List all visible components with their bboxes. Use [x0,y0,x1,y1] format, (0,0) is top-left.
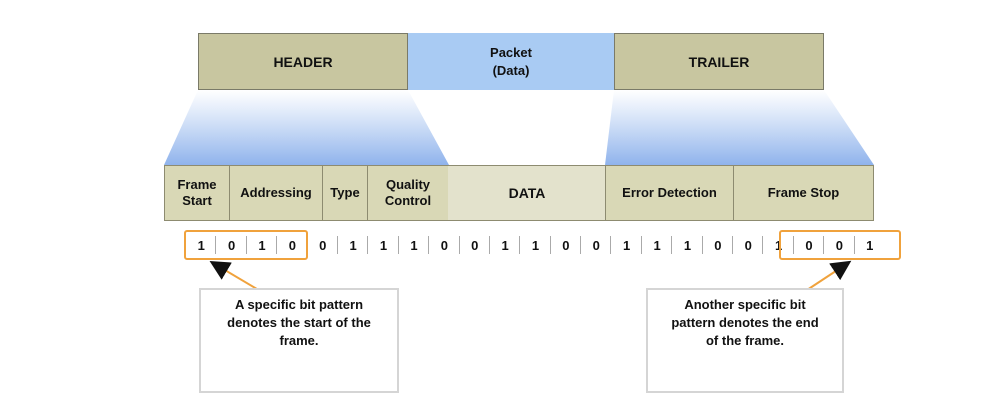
bit-cell: 0 [581,231,612,259]
bit-cell: 1 [866,237,874,253]
bit-cell: 0 [429,231,460,259]
start-callout: A specific bit pattern denotes the start… [199,288,399,393]
bit-cell: 1 [672,231,704,259]
start-arrow [209,260,263,293]
bit-cell: 1 [399,231,430,259]
bit-cell: 0 [460,231,491,259]
bit-cell: 1 [763,231,795,259]
end-pattern-highlight [779,230,901,260]
bit-cell: 1 [247,231,278,259]
bit-cell: 1 [490,231,521,259]
data-field: DATA [448,165,606,221]
bit-cell: 0 [794,231,825,259]
bit-cell: 0 [703,231,734,259]
bit-cell: 0 [551,231,582,259]
addressing-field: Addressing [229,165,323,221]
bit-cell: 0 [824,231,855,259]
trailer-funnel [605,90,874,165]
header-block: HEADER [198,33,408,90]
end-callout: Another specific bit pattern denotes the… [646,288,844,393]
header-funnel [164,90,449,165]
bit-cell: 0 [308,231,339,259]
bit-cell: 1 [611,231,643,259]
frame-stop-field: Frame Stop [733,165,874,221]
bit-cell: 1 [186,231,217,259]
error-detection-field: Error Detection [605,165,734,221]
bit-cell: 1 [642,231,673,259]
bit-cell: 0 [216,231,248,259]
end-arrow [803,260,852,293]
bit-cell: 1 [368,231,400,259]
frame-start-field: Frame Start [164,165,230,221]
packet-data-block: Packet (Data) [408,33,614,90]
bit-cell: 1 [338,231,369,259]
bit-cell: 0 [733,231,764,259]
bit-cell: 1 [520,231,552,259]
trailer-block: TRAILER [614,33,824,90]
start-pattern-highlight [184,230,308,260]
